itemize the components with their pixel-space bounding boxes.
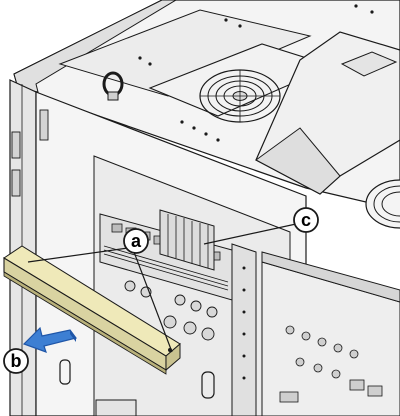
- lower-handles: [59, 359, 215, 399]
- callout-c: c: [293, 207, 319, 233]
- duct-cover-side: [255, 127, 341, 195]
- duct-cover-notch: [340, 51, 398, 77]
- vertical-rail: [231, 243, 257, 416]
- fan-left-icon: [199, 69, 281, 123]
- bracket-part: [3, 245, 181, 375]
- callout-c-label: c: [301, 210, 311, 230]
- right-top-bar: [261, 251, 400, 303]
- rail-holes: [242, 266, 246, 380]
- connector-hatch: [103, 245, 229, 291]
- bottom-slot: [95, 399, 137, 416]
- left-panel-tabs: [11, 109, 49, 197]
- card-slot-lines: [167, 214, 209, 268]
- leader-lines: [27, 223, 297, 353]
- callout-b-label: b: [11, 351, 22, 371]
- lifting-eye-icon: [102, 71, 124, 101]
- fan-right-icon: [365, 179, 400, 229]
- removal-arrow-icon: [22, 326, 78, 353]
- top-recess: [58, 9, 312, 97]
- callout-b: b: [3, 348, 29, 374]
- callout-a: a: [123, 228, 149, 254]
- card-slot-block: [159, 209, 215, 271]
- callout-a-label: a: [131, 231, 142, 251]
- top-screws: [138, 4, 374, 142]
- right-module-components: [279, 325, 383, 403]
- middle-connectors: [124, 280, 218, 341]
